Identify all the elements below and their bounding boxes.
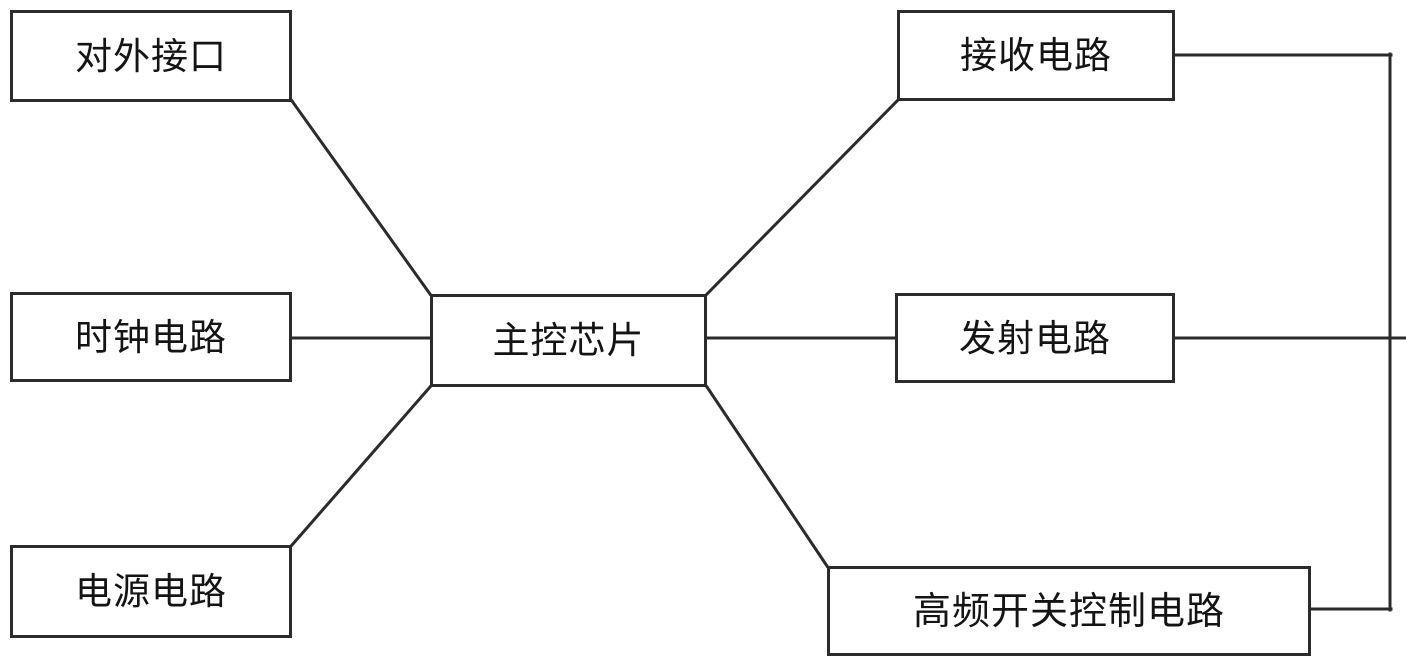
wire-external-interface-to-chip [289, 98, 433, 297]
block-hf-switch-control-circuit[interactable]: 高频开关控制电路 [827, 566, 1311, 656]
wire-chip-to-hf-switch [704, 384, 830, 569]
block-label: 电源电路 [75, 570, 227, 613]
block-label: 对外接口 [75, 34, 227, 78]
wire-power-to-chip [289, 384, 433, 548]
block-label: 高频开关控制电路 [912, 589, 1225, 633]
block-label: 发射电路 [959, 316, 1111, 360]
block-external-interface[interactable]: 对外接口 [10, 10, 292, 102]
block-label: 接收电路 [960, 34, 1112, 77]
block-transmit-circuit[interactable]: 发射电路 [895, 293, 1175, 383]
block-main-control-chip[interactable]: 主控芯片 [430, 294, 707, 387]
block-clock-circuit[interactable]: 时钟电路 [10, 292, 292, 382]
block-label: 主控芯片 [492, 319, 645, 362]
wire-chip-to-receive [704, 98, 900, 297]
block-label: 时钟电路 [75, 315, 227, 359]
block-power-circuit[interactable]: 电源电路 [10, 545, 292, 638]
block-receive-circuit[interactable]: 接收电路 [897, 10, 1175, 101]
